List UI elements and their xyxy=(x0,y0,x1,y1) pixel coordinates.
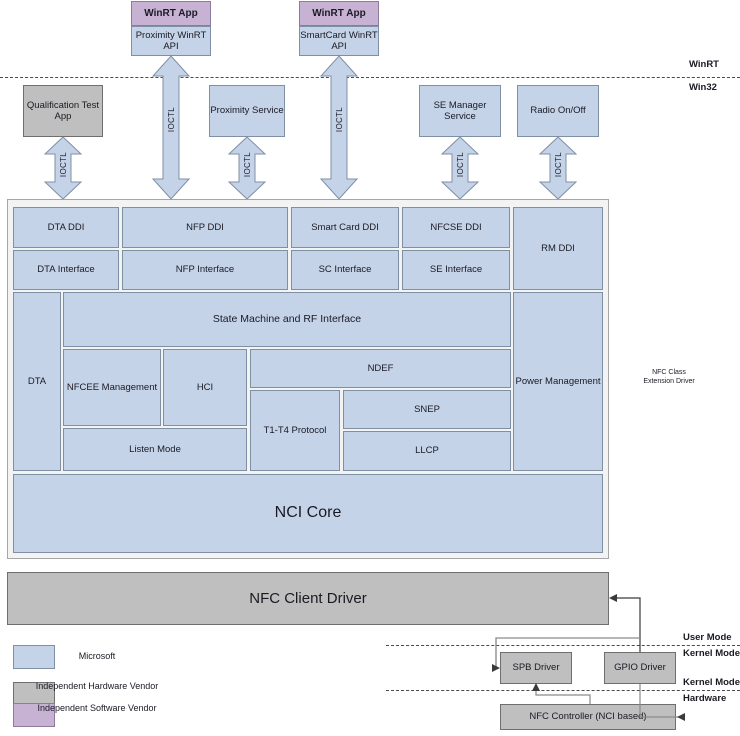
ddi-rm: RM DDI xyxy=(513,207,603,290)
interface-sc: SC Interface xyxy=(291,250,399,290)
legend-label-microsoft: Microsoft xyxy=(78,651,116,661)
core-snep: SNEP xyxy=(343,390,511,429)
legend-label-isv: Independent Software Vendor xyxy=(37,703,157,713)
kernel-hardware-divider xyxy=(386,690,740,691)
zone-label-kernel-mode-upper: Kernel Mode xyxy=(683,648,740,659)
nfc-client-driver-box: NFC Client Driver xyxy=(7,572,609,625)
proximity-service-box: Proximity Service xyxy=(209,85,285,137)
zone-label-kernel-mode-lower: Kernel Mode xyxy=(683,677,740,688)
side-label-line2: Extension Driver xyxy=(643,377,695,385)
se-manager-service-box: SE Manager Service xyxy=(419,85,501,137)
zone-label-win32: Win32 xyxy=(689,82,717,93)
legend-swatch-ihv xyxy=(13,682,55,706)
core-nfcee-management: NFCEE Management xyxy=(63,349,161,426)
qualification-test-app-box: Qualification Test App xyxy=(23,85,103,137)
gpio-driver-box: GPIO Driver xyxy=(604,652,676,684)
interface-nfp: NFP Interface xyxy=(122,250,288,290)
winrt-app-proximity-box: WinRT App xyxy=(131,1,211,26)
legend-swatch-isv xyxy=(13,703,55,727)
core-t1-t4-protocol: T1-T4 Protocol xyxy=(250,390,340,471)
core-ndef: NDEF xyxy=(250,349,511,388)
nfc-class-extension-driver-label: NFC Class Extension Driver xyxy=(614,369,724,387)
zone-label-user-mode: User Mode xyxy=(683,632,732,643)
legend-label-ihv: Independent Hardware Vendor xyxy=(35,681,159,691)
user-kernel-mode-divider xyxy=(386,645,740,646)
zone-label-hardware: Hardware xyxy=(683,693,727,704)
ddi-smart-card: Smart Card DDI xyxy=(291,207,399,248)
core-hci: HCI xyxy=(163,349,247,426)
winrt-win32-divider xyxy=(0,77,740,78)
core-listen-mode: Listen Mode xyxy=(63,428,247,471)
winrt-app-smartcard-box: WinRT App xyxy=(299,1,379,26)
core-power-management: Power Management xyxy=(513,292,603,471)
core-llcp: LLCP xyxy=(343,431,511,471)
side-label-line1: NFC Class xyxy=(652,369,686,376)
ddi-dta: DTA DDI xyxy=(13,207,119,248)
core-dta: DTA xyxy=(13,292,61,471)
core-state-machine-rf-interface: State Machine and RF Interface xyxy=(63,292,511,347)
zone-label-winrt: WinRT xyxy=(689,59,719,70)
spb-driver-box: SPB Driver xyxy=(500,652,572,684)
interface-dta: DTA Interface xyxy=(13,250,119,290)
nci-core-box: NCI Core xyxy=(13,474,603,553)
ddi-nfp: NFP DDI xyxy=(122,207,288,248)
ddi-nfcse: NFCSE DDI xyxy=(402,207,510,248)
interface-se: SE Interface xyxy=(402,250,510,290)
legend-swatch-microsoft xyxy=(13,645,55,669)
